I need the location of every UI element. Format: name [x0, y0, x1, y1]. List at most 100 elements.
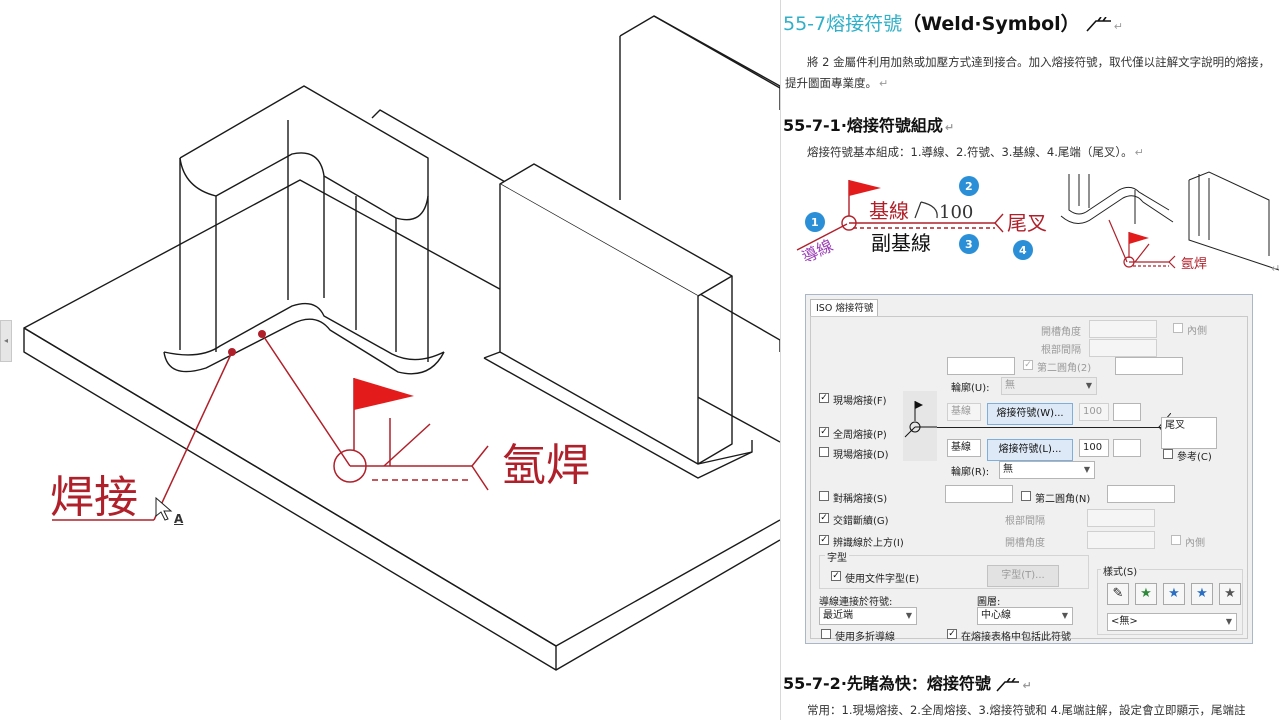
staggered-label: 交錯斷續(G)	[833, 516, 889, 527]
inside-top-label: 內側	[1187, 326, 1207, 337]
dialog-tab[interactable]: ISO 熔接符號	[810, 299, 878, 317]
svg-text:2: 2	[965, 180, 973, 193]
symmetric-checkbox[interactable]	[819, 491, 829, 501]
badge-3	[959, 234, 979, 254]
inside-top-checkbox[interactable]	[1173, 323, 1183, 333]
dim-bottom-extra-input[interactable]	[1113, 439, 1141, 457]
field-weld-f-label: 現場熔接(F)	[833, 396, 887, 407]
multi-jog-label: 使用多折導線	[835, 632, 895, 643]
symmetric-label: 對稱熔接(S)	[833, 494, 888, 505]
root-gap-2-label: 根部間隔	[1005, 516, 1045, 527]
intro-paragraph: 將 2 金屬件利用加熱或加壓方式達到接合。加入熔接符號，取代僅以註解文字說明的熔…	[785, 55, 1271, 90]
chevron-down-icon: ▼	[1083, 465, 1090, 474]
diagram-tail: 尾叉	[1007, 211, 1047, 235]
all-around-checkbox[interactable]: ✓	[819, 427, 829, 437]
font-group	[819, 555, 1089, 589]
chevron-down-icon: ▼	[905, 611, 912, 620]
include-table-checkbox[interactable]: ✓	[947, 629, 957, 639]
contour-u-select[interactable]: 無▼	[1001, 377, 1097, 395]
contour-u-label: 輪廓(U):	[951, 383, 990, 394]
style-select[interactable]: <無>▼	[1107, 613, 1237, 631]
style-add-icon[interactable]: ★	[1135, 583, 1157, 605]
root-gap-label: 根部間隔	[1041, 345, 1081, 356]
layer-label: 圖層:	[977, 597, 1001, 608]
argon-annotation[interactable]: 氬焊	[502, 440, 590, 491]
diagram-leader: 導線	[799, 236, 836, 267]
badge-4	[1013, 240, 1033, 260]
document-page[interactable]: 55-7熔接符號（Weld·Symbol） ↵ 將 2 金屬件利用加熱或加壓方式…	[780, 0, 1280, 720]
fillet-top-right-input[interactable]	[1115, 357, 1183, 375]
style-update-icon[interactable]: ★	[1163, 583, 1185, 605]
font-button[interactable]: 字型(T)...	[987, 565, 1059, 587]
identify-above-checkbox[interactable]: ✓	[819, 535, 829, 545]
leader-attach-label: 導線連接於符號:	[819, 597, 893, 608]
use-doc-font-checkbox[interactable]: ✓	[831, 571, 841, 581]
badge-1	[805, 212, 825, 232]
leader-attach-select[interactable]: 最近端▼	[819, 607, 917, 625]
style-group	[1097, 569, 1243, 635]
dim-top-extra-input[interactable]	[1113, 403, 1141, 421]
cursor-badge: A	[174, 512, 184, 526]
groove-angle-2-label: 開槽角度	[1005, 538, 1045, 549]
diagram-argon: 氬焊	[1181, 256, 1207, 272]
collapse-icon: ◂	[3, 336, 8, 345]
root-gap-input[interactable]	[1089, 339, 1157, 357]
reference-checkbox[interactable]	[1163, 449, 1173, 459]
diagram-baseline: 基線	[869, 199, 909, 223]
contour-r-select[interactable]: 無▼	[999, 461, 1095, 479]
tail-textarea[interactable]: 尾叉	[1161, 417, 1217, 449]
root-gap-2-input[interactable]	[1087, 509, 1155, 527]
weld-symbol-icon	[1086, 16, 1111, 32]
dim-top-input[interactable]: 100	[1079, 403, 1109, 421]
fillet-top-left-input[interactable]	[947, 357, 1015, 375]
contour-r-label: 輪廓(R):	[951, 467, 990, 478]
field-weld-d-label: 現場熔接(D)	[833, 450, 889, 461]
style-edit-icon[interactable]: ✎	[1107, 583, 1129, 605]
diagram-sub-baseline: 副基線	[871, 231, 931, 255]
isometric-drawing	[23, 15, 780, 671]
badge-2	[959, 176, 979, 196]
multi-jog-checkbox[interactable]	[821, 629, 831, 639]
groove-angle-2-input[interactable]	[1087, 531, 1155, 549]
second-fillet-bottom-checkbox[interactable]	[1021, 491, 1031, 501]
svg-text:1: 1	[811, 216, 819, 229]
second-fillet-top-label: 第二圓角(2)	[1037, 363, 1092, 374]
dialog-body: 開槽角度 內側 根部間隔 ✓ 第二圓角(2) 輪廓(U): 無▼ ✓ 現場熔接(…	[810, 316, 1248, 643]
svg-text:3: 3	[965, 238, 973, 251]
chevron-down-icon: ▼	[1085, 381, 1092, 390]
staggered-checkbox[interactable]: ✓	[819, 513, 829, 523]
common-settings-paragraph: 常用：1.現場熔接、2.全周熔接、3.熔接符號和 4.尾端註解，設定會立即顯示，…	[807, 703, 1246, 717]
second-fillet-top-checkbox[interactable]: ✓	[1023, 360, 1033, 370]
inside-bottom-checkbox[interactable]	[1171, 535, 1181, 545]
fillet-bottom-right-input[interactable]	[1107, 485, 1175, 503]
use-doc-font-label: 使用文件字型(E)	[845, 574, 920, 585]
groove-angle-input[interactable]	[1089, 320, 1157, 338]
weld-symbol-icon	[996, 677, 1020, 691]
font-group-label: 字型	[825, 549, 849, 564]
weld-preview	[903, 391, 937, 461]
field-weld-f-checkbox[interactable]: ✓	[819, 393, 829, 403]
style-save-icon[interactable]: ★	[1191, 583, 1213, 605]
style-group-label: 樣式(S)	[1101, 563, 1140, 578]
dim-bottom-input[interactable]: 100	[1079, 439, 1109, 457]
reference-line	[937, 427, 1161, 428]
baseline-top-input[interactable]: 基線	[947, 403, 981, 421]
iso-weld-symbol-dialog[interactable]: ISO 熔接符號 開槽角度 內側 根部間隔 ✓ 第二圓角(2) 輪廓(U): 無…	[805, 294, 1253, 644]
second-fillet-bottom-label: 第二圓角(N)	[1035, 494, 1091, 505]
composition-paragraph: 熔接符號基本組成：1.導線、2.符號、3.基線、4.尾端（尾叉）。↵	[807, 145, 1144, 159]
mouse-cursor-icon	[155, 496, 173, 521]
side-panel-tab[interactable]: ◂	[0, 320, 12, 362]
weld-annotation[interactable]: 焊接	[50, 472, 138, 523]
weld-symbol-bottom-button[interactable]: 熔接符號(L)...	[987, 439, 1073, 461]
layer-select[interactable]: 中心線▼	[977, 607, 1073, 625]
inside-bottom-label: 內側	[1185, 538, 1205, 549]
style-load-icon[interactable]: ★	[1219, 583, 1241, 605]
fillet-bottom-left-input[interactable]	[945, 485, 1013, 503]
field-weld-d-checkbox[interactable]	[819, 447, 829, 457]
weld-symbol-top-button[interactable]: 熔接符號(W)...	[987, 403, 1073, 425]
include-table-label: 在熔接表格中包括此符號	[961, 632, 1071, 643]
all-around-label: 全周熔接(P)	[833, 430, 887, 441]
cad-viewport[interactable]: 焊接 氬焊 A ◂	[0, 0, 780, 720]
baseline-bottom-input[interactable]: 基線	[947, 439, 981, 457]
diagram-dimension: 100	[939, 202, 973, 223]
